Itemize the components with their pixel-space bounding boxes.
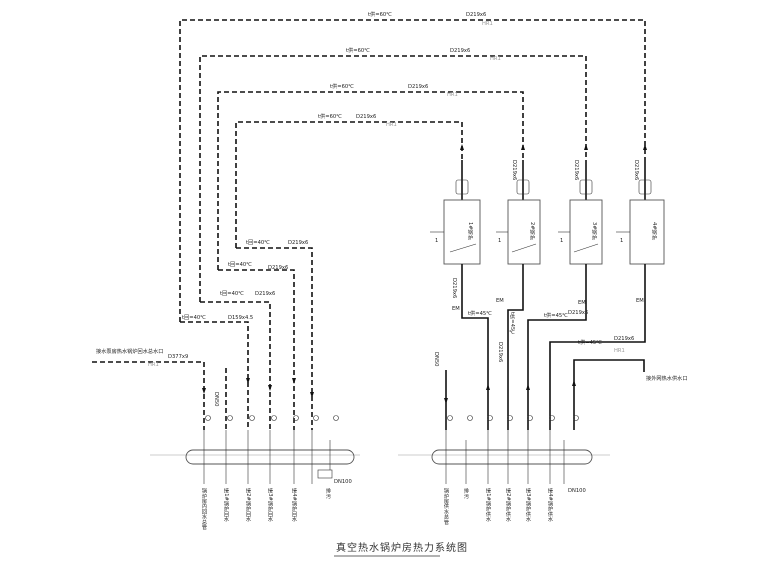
right-branch-label-2: 接1#锅炉供水 [485,487,491,522]
return-pipe-3 [200,301,271,430]
loop-1-temp: t供=60℃ [368,10,392,18]
loop-4-pipe: D219x6 [356,114,376,120]
return-1-temp: t回=40℃ [246,239,270,246]
left-header-size: DN100 [334,479,352,485]
return-pipe-1 [236,247,313,430]
left-branch-label-4: 接3#锅炉回水 [267,487,273,522]
left-header: DN100 排污 锅炉房内回水总管 接1#锅炉回水 接2#锅炉回水 接3#锅炉回… [150,430,360,531]
right-supply-group: EM EM EM EM D219x6 t供=45℃ t供=45℃ t供=45℃ … [433,144,688,430]
dn50-label-right: DN50 [433,352,439,366]
right-header-outlets [445,430,565,484]
outlet-1-pipe: D219x6 [451,278,457,298]
loop-pipe-2 [199,55,587,302]
em-3: EM [578,300,586,306]
em-1: EM [452,306,460,312]
loop-pipe-1 [179,19,646,322]
branch-temp-2: t供=45℃ [509,312,515,336]
outlet-2-pipe: D219x6 [497,342,503,362]
loop-pipe-3 [217,91,524,270]
right-header-body [431,449,593,465]
left-return-group: t回=40℃ D219x6 t回=40℃ D219x6 t回=40℃ D219x… [92,239,339,430]
em-4: EM [636,298,644,304]
outlet-pipe-3 [527,300,587,430]
boiler-3-pipe: D219x6 [573,160,579,180]
outlet-pipe-2 [507,300,524,430]
valves-left [205,415,339,421]
dn50-label-left: DN50 [213,392,219,406]
right-branch-label-4: 接3#锅炉供水 [525,487,531,522]
diagram-title: 真空热水锅炉房热力系统图 [336,541,468,554]
boiler-2: 2#锅炉 1 D219x6 [496,160,541,300]
outlet-pipe-out [573,359,645,430]
boiler-4: 4#锅炉 1 D219x6 [616,160,665,300]
right-outlet-pipe: D219x6 [614,336,634,342]
return-4-temp: t回=40℃ [182,314,206,321]
right-branch-label-3: 接2#锅炉供水 [505,487,511,522]
boiler-4-label: 4#锅炉 [651,222,657,241]
flow-arrows-left [202,378,314,398]
right-branch-label-5: 接4#锅炉供水 [547,487,553,522]
return-pipe-2 [218,269,295,430]
right-header: DN100 排污 锅炉房供水总管 接1#锅炉供水 接2#锅炉供水 接3#锅炉供水… [398,430,610,526]
boiler-1-label: 1#锅炉 [467,222,473,241]
main-intake-pipe [92,361,205,430]
right-outlet-label: 接外网热水供水口 [646,374,688,382]
main-intake-label: 接水泵房热水锅炉回水总水口 [96,347,163,355]
valves-right [447,415,579,421]
right-drain-label: 排污 [463,487,469,500]
boiler-1-tag: 1 [435,238,438,244]
left-branch-label-1: 锅炉房内回水总管 [201,487,207,531]
outlet-pipe-4 [549,300,646,430]
boiler-3: 3#锅炉 1 D219x6 [558,160,603,300]
branch-temp-1: t供=45℃ [468,309,492,317]
left-header-outlets [203,430,331,484]
loop-1-pipe: D219x6 [466,12,486,18]
left-drain-box [317,469,333,479]
loop-2-tag: HR1 [490,56,501,62]
loop-1-tag: HR1 [482,21,493,27]
loop-3-tag: HR1 [447,92,458,98]
right-branch-label-1: 锅炉房供水总管 [443,487,449,526]
left-branch-label-3: 接2#锅炉回水 [245,487,251,522]
flow-arrows-right [444,144,647,404]
boiler-group: 1#锅炉 1 2#锅炉 1 D219x6 3#锅炉 1 D219x6 [430,160,665,300]
supply-loops: t供=60℃ D219x6 HR1 t供=60℃ D219x6 HR1 t供=6… [179,10,646,322]
outlet-pipe-1 [461,300,489,430]
return-2-pipe: D219x6 [268,265,288,271]
outlet-4-pipe: D219x6 [568,310,588,316]
loop-3-pipe: D219x6 [408,84,428,90]
left-branch-label-5: 接4#锅炉回水 [291,487,297,522]
return-pipe-4 [180,321,249,430]
return-2-temp: t回=40℃ [228,261,252,268]
boiler-2-pipe: D219x6 [511,160,517,180]
boiler-1: 1#锅炉 1 [430,160,481,300]
loop-4-tag: HR1 [386,122,397,128]
loop-pipe-4 [235,121,463,248]
loop-3-temp: t供=60℃ [330,82,354,90]
return-3-temp: t回=40℃ [220,290,244,297]
return-1-pipe: D219x6 [288,240,308,246]
loop-2-temp: t供=60℃ [346,46,370,54]
right-header-size: DN100 [568,488,586,494]
em-2: EM [496,298,504,304]
boiler-3-label: 3#锅炉 [591,222,597,241]
loop-4-temp: t供=60℃ [318,112,342,120]
right-outlet-tag: HR1 [614,348,625,354]
boiler-2-tag: 1 [498,238,501,244]
left-branch-label-2: 接1#锅炉回水 [223,487,229,522]
branch-temp-3: t供=45℃ [544,311,568,319]
main-intake-pipe-size: D377x9 [168,354,188,360]
loop-2-pipe: D219x6 [450,48,470,54]
return-3-pipe: D219x6 [255,291,275,297]
boiler-4-pipe: D219x6 [633,160,639,180]
boiler-3-tag: 1 [560,238,563,244]
return-4-pipe: D159x4.5 [228,315,253,321]
boiler-2-label: 2#锅炉 [529,222,535,241]
right-outlet-temp: t供=45℃ [578,338,602,346]
left-drain-label: 排污 [325,487,331,500]
main-intake-tag: HR1 [148,362,159,368]
boiler-4-tag: 1 [620,238,623,244]
